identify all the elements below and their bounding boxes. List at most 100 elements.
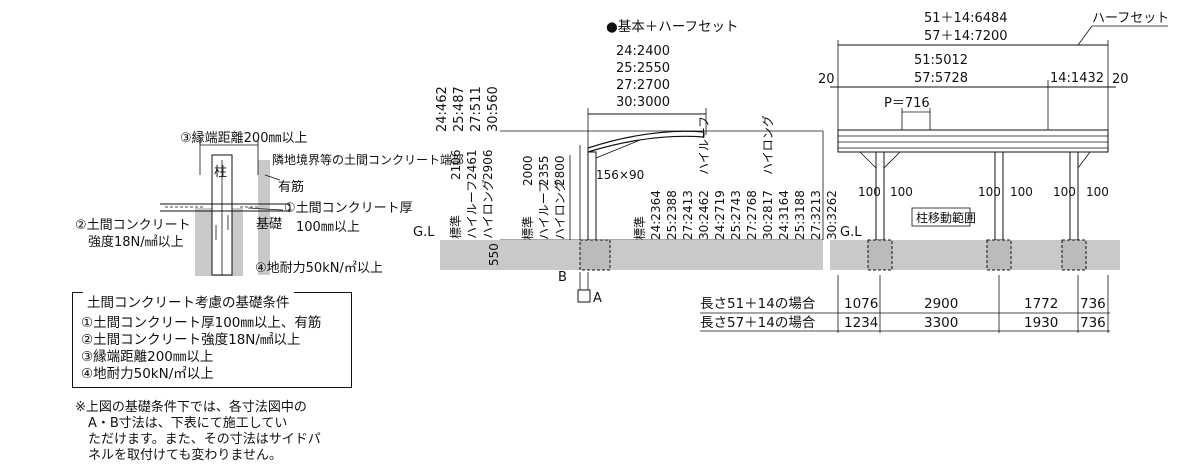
row-51-label: 長さ51＋14の場合 — [700, 296, 816, 312]
clear-height-1: 2106 — [449, 149, 463, 180]
conditions-list: ①土間コンクリート厚100㎜以上、有筋 ②土間コンクリート強度18N/㎟以上 ③… — [81, 315, 321, 383]
highroof-24: 24:2719 — [713, 190, 727, 240]
row-51-v2: 2900 — [924, 296, 958, 312]
standard-24: 24:2364 — [649, 190, 663, 240]
rebar-label: 有筋 — [278, 179, 304, 195]
highlong-27: 27:3213 — [809, 190, 823, 240]
total-length-51: 51＋14:6484 — [924, 11, 1008, 26]
footnote-line: ただけます。また、その寸法はサイドパ — [75, 432, 321, 447]
move-arrows: 100 100 100 100 100 100 — [858, 185, 1109, 199]
pitch-label: P＝716 — [884, 96, 930, 111]
front-elevation: 51＋14:6484 57＋14:7200 ハーフセット 51:5012 57:… — [700, 11, 1169, 333]
footnote-line: ※上図の基礎条件下では、各寸法図中の — [75, 400, 307, 415]
standard-27: 27:2413 — [681, 190, 695, 240]
edge-left-label: 20 — [818, 72, 835, 87]
edge-right-label: 20 — [1112, 72, 1129, 87]
row-57-v4: 736 — [1080, 315, 1106, 331]
foundation-label: 基礎 — [256, 217, 282, 232]
inner-length-51: 51:5012 — [914, 53, 968, 68]
type-col2-2: ハイルーフ — [537, 181, 551, 240]
row-51-v1: 1076 — [844, 296, 878, 312]
highroof-27: 27:2768 — [745, 190, 759, 240]
half-length-label: 14:1432 — [1050, 71, 1104, 86]
type-col1-1: 標準 — [448, 215, 463, 239]
foundation-detail: ③縁端距離200㎜以上 柱 隣地境界等の土間コンクリート端部 有筋 ①土間コンク… — [75, 130, 464, 276]
row-57-v3: 1930 — [1024, 315, 1058, 331]
highlong-30: 30:3262 — [825, 190, 839, 240]
clear-height-2: 2461 — [465, 149, 479, 180]
highroof-title: ハイルーフ — [697, 116, 711, 175]
conditions-title: 土間コンクリート考慮の基礎条件 — [83, 291, 294, 311]
gl-label-front: G.L — [840, 225, 862, 240]
height-label-24: 24:462 — [435, 86, 450, 132]
highlong-24: 24:3164 — [777, 190, 791, 240]
type-col1-2: ハイルーフ — [465, 180, 479, 239]
a-square — [577, 289, 591, 303]
highroof-30: 30:2817 — [761, 190, 775, 240]
footnote-line: ネルを取付けても変わりません。 — [75, 448, 282, 463]
inner-length-57: 57:5728 — [914, 71, 968, 86]
row-51-v4: 736 — [1080, 296, 1106, 312]
clear-height-4: 2000 — [521, 155, 535, 186]
bearing-label: ④地耐力50kN/㎡以上 — [255, 261, 383, 276]
footnote-line: A・B寸法は、下表にて施工してい — [75, 416, 288, 431]
depth-label-30: 30:3000 — [616, 95, 670, 110]
neighbor-slab — [258, 160, 270, 275]
edge-distance-label: ③縁端距離200㎜以上 — [180, 130, 307, 146]
beam-size-label: 156×90 — [596, 168, 644, 182]
depth-label-27: 27:2700 — [616, 78, 670, 93]
clear-height-6: 2800 — [553, 155, 567, 186]
embed-depth-label: 550 — [487, 243, 501, 266]
thickness-label-2: 100㎜以上 — [296, 220, 360, 235]
ground-side — [440, 240, 823, 270]
arrow-value-2: 100 — [890, 185, 913, 199]
depth-label-25: 25:2550 — [616, 61, 670, 76]
arrow-value-3: 100 — [978, 185, 1001, 199]
neighbor-edge-label: 隣地境界等の土間コンクリート端部 — [272, 152, 464, 167]
footnote: ※上図の基礎条件下では、各寸法図中の A・B寸法は、下表にて施工してい ただけま… — [75, 400, 365, 464]
pillar-label: 柱 — [214, 165, 227, 180]
row-57-label: 長さ57＋14の場合 — [700, 315, 816, 331]
highlong-title: ハイロング — [761, 115, 775, 175]
depth-label-24: 24:2400 — [616, 44, 670, 59]
standard-30: 30:2462 — [697, 190, 711, 240]
move-range-label: 柱移動範囲 — [916, 210, 976, 225]
side-elevation: ●基本＋ハーフセット 24:2400 25:2550 27:2700 30:30… — [413, 18, 839, 306]
arrow-value-4: 100 — [1010, 185, 1033, 199]
thickness-label-1: ①土間コンクリート厚 — [284, 201, 413, 216]
condition-item: ④地耐力50kN/㎡以上 — [81, 366, 214, 382]
standard-title: 標準 — [632, 216, 647, 240]
row-51-v3: 1772 — [1024, 296, 1058, 312]
row-57-v2: 3300 — [924, 315, 958, 331]
highroof-25: 25:2743 — [729, 190, 743, 240]
strength-label-2: 強度18N/㎟以上 — [88, 234, 184, 250]
row-57-v1: 1234 — [844, 315, 878, 331]
condition-item: ②土間コンクリート強度18N/㎟以上 — [81, 332, 301, 348]
height-label-25: 25:487 — [452, 86, 467, 132]
arrow-value-6: 100 — [1086, 185, 1109, 199]
arrow-value-1: 100 — [858, 185, 881, 199]
clear-height-5: 2355 — [537, 155, 551, 186]
half-set-label: ハーフセット — [1092, 11, 1169, 26]
strength-label-1: ②土間コンクリート — [75, 218, 191, 233]
a-label: A — [593, 291, 602, 306]
height-label-27: 27:511 — [469, 86, 484, 132]
arrow-value-5: 100 — [1053, 185, 1076, 199]
height-label-30: 30:560 — [486, 86, 501, 132]
gl-label-side: G.L — [413, 225, 435, 240]
type-col1-3: ハイロング — [481, 179, 495, 239]
condition-item: ③縁端距離200㎜以上 — [81, 349, 214, 365]
b-label: B — [558, 270, 567, 285]
section-title: ●基本＋ハーフセット — [606, 18, 738, 35]
dimension-table: 長さ51＋14の場合 1076 2900 1772 736 長さ57＋14の場合… — [700, 296, 1106, 331]
condition-item: ①土間コンクリート厚100㎜以上、有筋 — [81, 315, 322, 331]
total-length-57: 57＋14:7200 — [924, 29, 1008, 44]
type-col2-1: 標準 — [520, 216, 535, 240]
conditions-box: 土間コンクリート考慮の基礎条件 ①土間コンクリート厚100㎜以上、有筋 ②土間コ… — [72, 291, 352, 388]
standard-25: 25:2388 — [665, 190, 679, 240]
clear-height-3: 2906 — [481, 149, 495, 180]
type-col2-3: ハイロング — [553, 180, 567, 240]
highlong-25: 25:3188 — [793, 190, 807, 240]
